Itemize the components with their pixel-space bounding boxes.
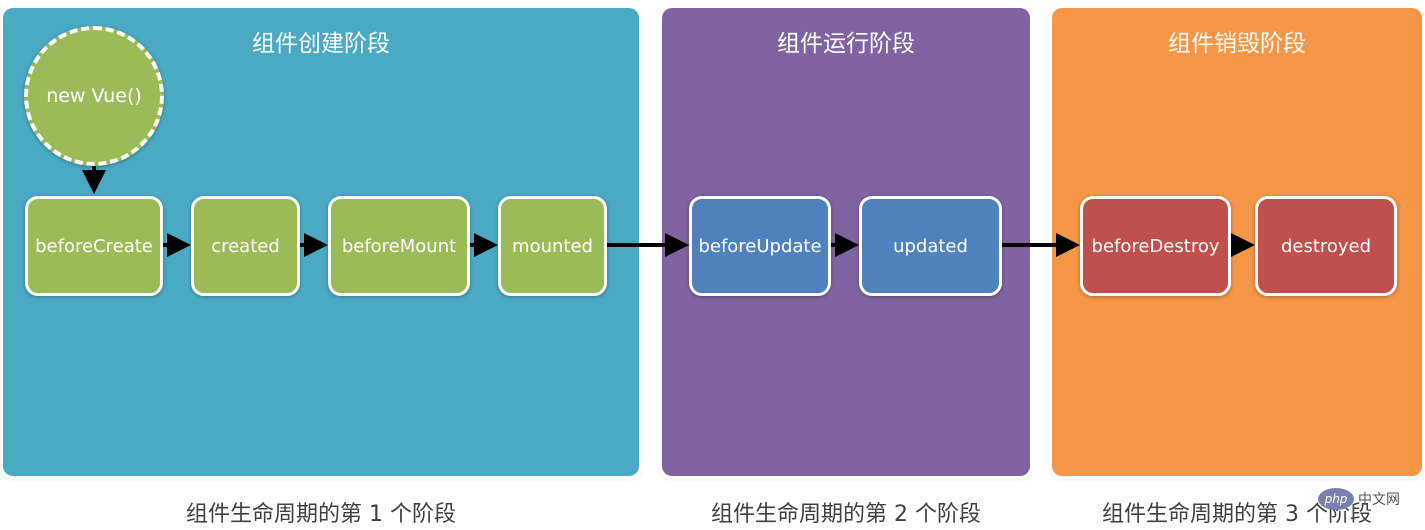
running-phase-title: 组件运行阶段 (777, 31, 915, 57)
php-logo-icon: php (1318, 488, 1354, 510)
created-node: created (191, 196, 300, 296)
stage-2-label: 组件生命周期的第 2 个阶段 (711, 502, 981, 527)
beforeupdate-node: beforeUpdate (689, 196, 831, 296)
stage-1-label: 组件生命周期的第 1 个阶段 (186, 502, 456, 527)
destroy-phase-title: 组件销毁阶段 (1168, 31, 1306, 57)
mounted-node: mounted (498, 196, 607, 296)
beforemount-node: beforeMount (328, 196, 470, 296)
creation-phase-title: 组件创建阶段 (252, 31, 390, 57)
watermark-text: 中文网 (1358, 492, 1400, 508)
new-vue-start-node: new Vue() (24, 26, 164, 166)
updated-node: updated (859, 196, 1002, 296)
beforecreate-node: beforeCreate (25, 196, 163, 296)
beforedestroy-node: beforeDestroy (1080, 196, 1231, 296)
destroyed-node: destroyed (1255, 196, 1397, 296)
php-cn-watermark: php 中文网 (1318, 486, 1418, 512)
